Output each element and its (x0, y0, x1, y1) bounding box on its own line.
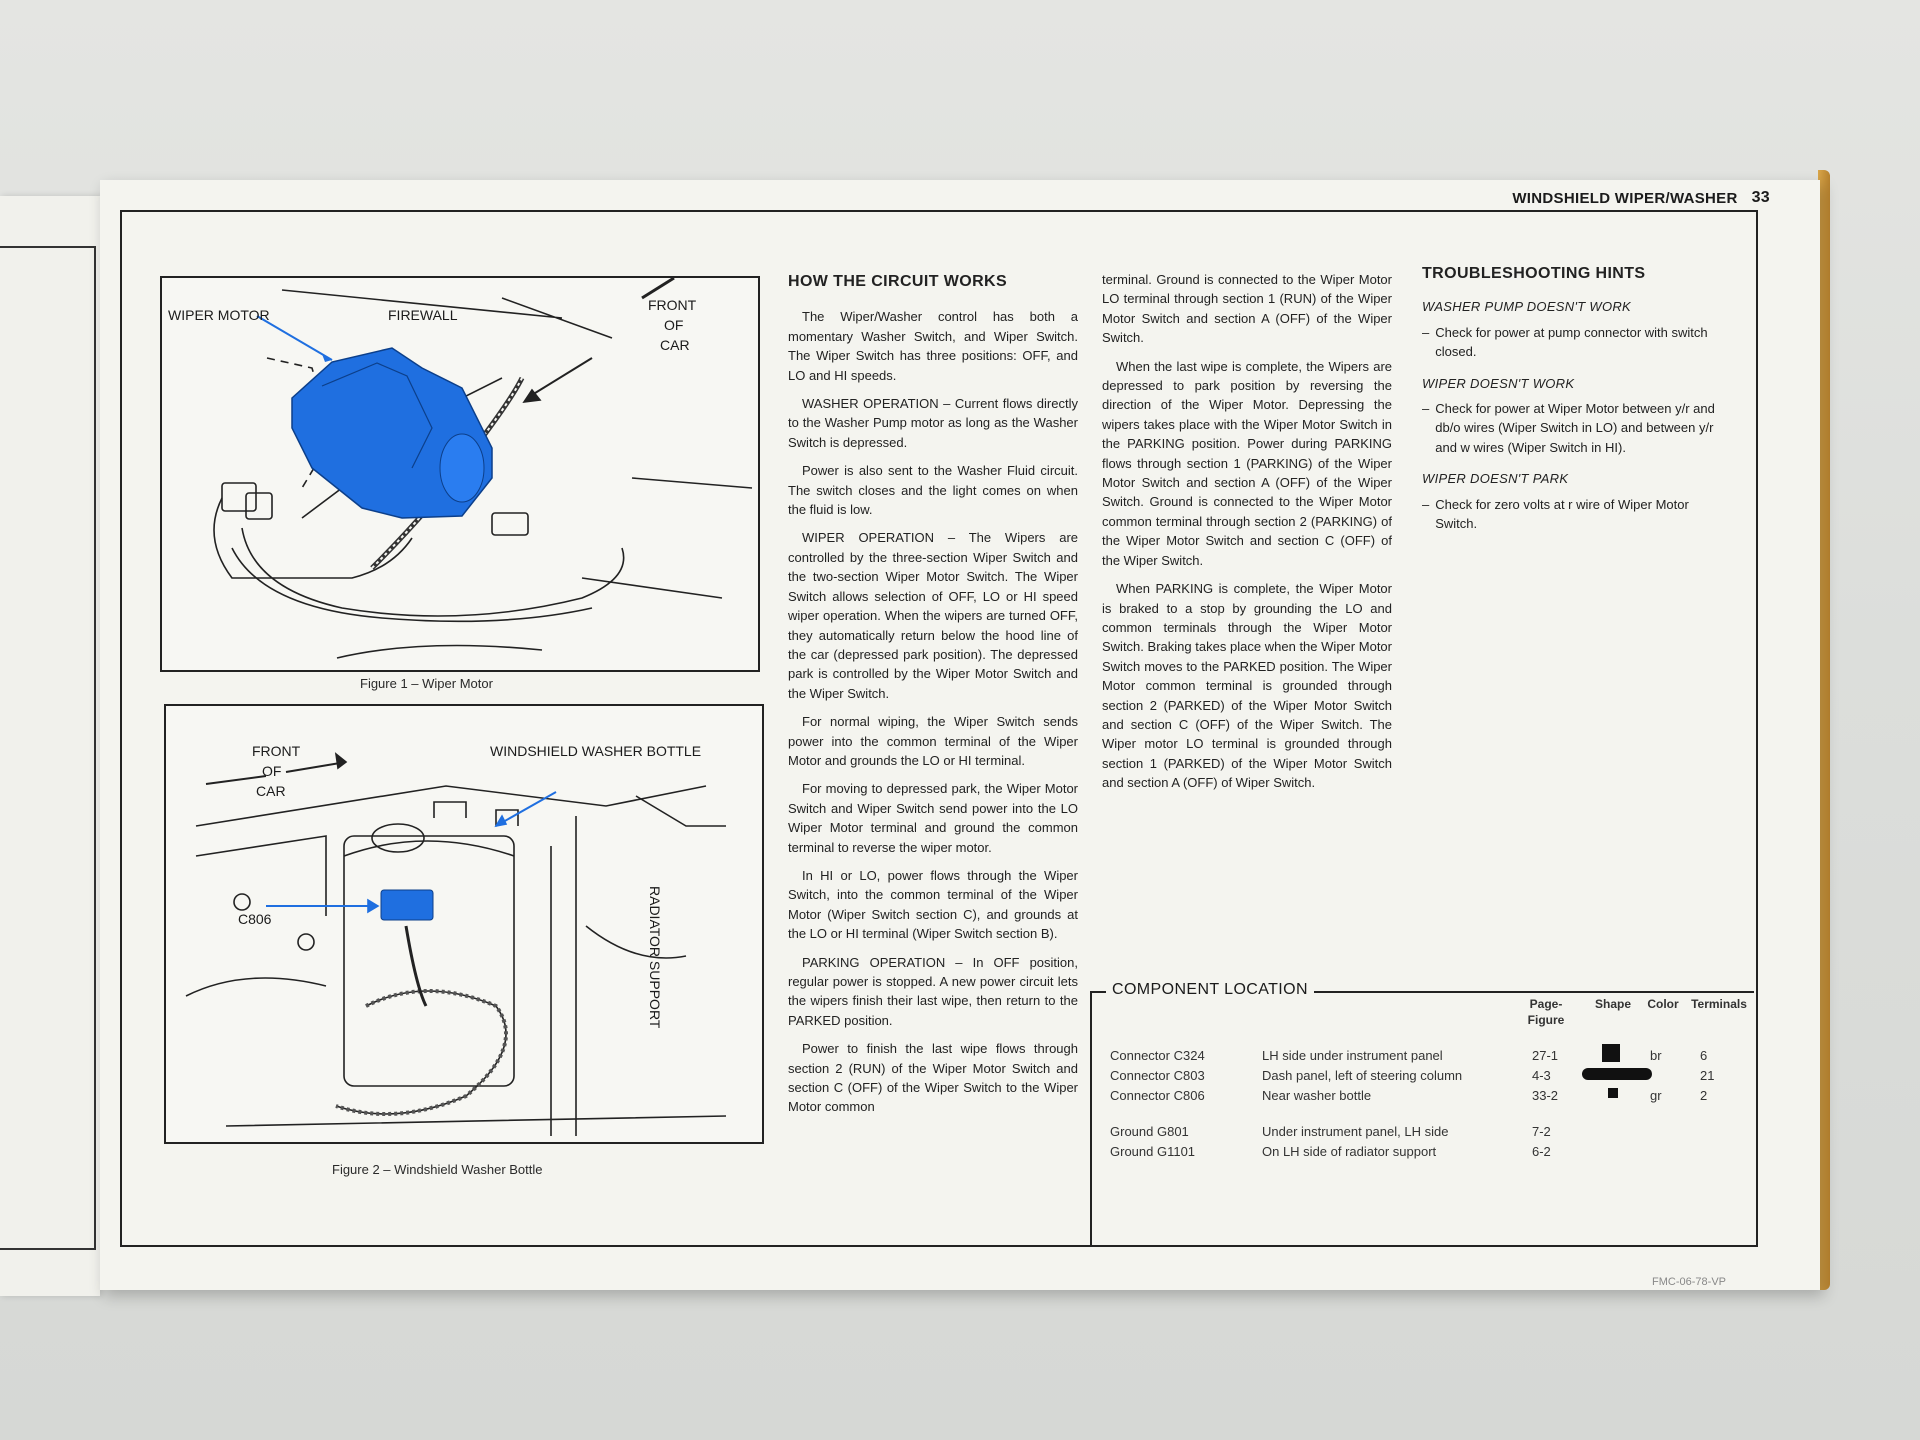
label-front-3: CAR (256, 783, 286, 799)
page-header: WINDSHIELD WIPER/WASHER 33 (1512, 180, 1770, 216)
c806-connector-highlight (380, 889, 434, 921)
hint-heading: WIPER DOESN'T PARK (1422, 471, 1569, 487)
label-front-2: OF (664, 317, 683, 333)
component-location: Under instrument panel, LH side (1262, 1124, 1449, 1139)
connector-shape-icon (1602, 1044, 1620, 1062)
component-name: Connector C803 (1110, 1068, 1205, 1083)
paragraph: For normal wiping, the Wiper Switch send… (788, 714, 1078, 768)
figure-2-caption: Figure 2 – Windshield Washer Bottle (332, 1162, 543, 1177)
col-header-shape: Shape (1594, 997, 1631, 1011)
left-page-frame (0, 246, 96, 1250)
paragraph: The Wiper/Washer control has both a mome… (788, 309, 1078, 383)
washer-bottle-illustration: FRONT OF CAR WINDSHIELD WASHER BOTTLE C8… (185, 743, 727, 1136)
col-header-page-figure: Page- Figure (1516, 996, 1576, 1028)
hint-text: Check for power at Wiper Motor between y… (1435, 401, 1715, 455)
component-name: Ground G801 (1110, 1124, 1189, 1139)
paragraph: When the last wipe is complete, the Wipe… (1102, 358, 1392, 568)
paragraph: Power is also sent to the Washer Fluid c… (788, 463, 1078, 518)
label-radiator-support: RADIATOR SUPPORT (647, 886, 663, 1029)
paragraph: In HI or LO, power flows through the Wip… (788, 867, 1078, 942)
component-location-box (1090, 991, 1754, 1245)
component-page-figure: 4-3 (1532, 1068, 1551, 1083)
component-page-figure: 6-2 (1532, 1144, 1551, 1159)
how-it-works-column-2: terminal. Ground is connected to the Wip… (1102, 270, 1392, 802)
col-header-text: Page- (1529, 997, 1563, 1011)
col-header-terminals: Terminals (1691, 997, 1747, 1011)
figure-1-caption: Figure 1 – Wiper Motor (360, 676, 493, 691)
hint-heading: WIPER DOESN'T WORK (1422, 375, 1575, 391)
content-frame (120, 210, 1758, 1247)
label-front-3: CAR (660, 337, 690, 353)
figure-2-washer-bottle: FRONT OF CAR WINDSHIELD WASHER BOTTLE C8… (164, 704, 764, 1144)
component-page-figure: 33-2 (1532, 1088, 1559, 1103)
paragraph: For moving to depressed park, the Wiper … (788, 781, 1078, 855)
component-page-figure: 27-1 (1532, 1048, 1559, 1063)
how-it-works-column-1: HOW THE CIRCUIT WORKS The Wiper/Washer c… (788, 272, 1078, 1126)
page-edge (1818, 170, 1830, 1290)
left-page (0, 196, 100, 1296)
paragraph: WIPER OPERATION – The Wipers are control… (788, 530, 1078, 701)
component-terminals: 2 (1700, 1088, 1708, 1103)
paragraph: PARKING OPERATION – In OFF position, reg… (788, 954, 1078, 1028)
component-color: gr (1650, 1088, 1662, 1103)
label-front-1: FRONT (648, 297, 697, 313)
component-location: On LH side of radiator support (1262, 1144, 1437, 1159)
hint-item: –Check for zero volts at r wire of Wiper… (1422, 495, 1728, 534)
hint-item: –Check for power at pump connector with … (1422, 323, 1728, 362)
hint-item: –Check for power at Wiper Motor between … (1422, 399, 1728, 457)
connector-shape-icon (1582, 1068, 1652, 1080)
paragraph: terminal. Ground is connected to the Wip… (1102, 272, 1392, 346)
label-wiper-motor: WIPER MOTOR (168, 307, 270, 323)
wiper-motor-highlight (291, 347, 493, 519)
component-page-figure: 7-2 (1532, 1124, 1551, 1139)
label-front-1: FRONT (252, 743, 301, 759)
hint-text: Check for zero volts at r wire of Wiper … (1435, 496, 1689, 532)
col-header-text: Figure (1527, 1013, 1565, 1027)
component-name: Ground G1101 (1110, 1144, 1196, 1159)
section-title: WINDSHIELD WIPER/WASHER (1512, 189, 1738, 207)
troubleshooting-hints: TROUBLESHOOTING HINTS WASHER PUMP DOESN'… (1422, 264, 1728, 545)
label-washer-bottle: WINDSHIELD WASHER BOTTLE (490, 743, 701, 759)
component-name: Connector C324 (1110, 1048, 1205, 1063)
figure-1-wiper-motor: WIPER MOTOR FIREWALL FRONT OF CAR (160, 276, 760, 672)
paragraph: WASHER OPERATION – Current flows directl… (788, 396, 1078, 450)
paragraph: When PARKING is complete, the Wiper Moto… (1102, 581, 1392, 791)
hint-text: Check for power at pump connector with s… (1435, 324, 1708, 360)
component-location-title: COMPONENT LOCATION (1106, 981, 1314, 999)
label-front-2: OF (262, 763, 281, 779)
label-c806: C806 (238, 911, 272, 927)
component-terminals: 6 (1700, 1048, 1708, 1063)
footer-code: FMC-06-78-VP (1652, 1276, 1726, 1288)
component-location: Near washer bottle (1262, 1088, 1372, 1103)
wiper-motor-illustration: WIPER MOTOR FIREWALL FRONT OF CAR (168, 278, 753, 659)
hint-heading: WASHER PUMP DOESN'T WORK (1422, 299, 1632, 315)
component-terminals: 21 (1700, 1068, 1715, 1083)
label-firewall: FIREWALL (388, 307, 458, 323)
component-location: LH side under instrument panel (1262, 1048, 1443, 1063)
col-header-color: Color (1647, 997, 1679, 1011)
manual-page: WINDSHIELD WIPER/WASHER 33 (100, 180, 1820, 1290)
page-number: 33 (1751, 189, 1770, 206)
troubleshooting-title: TROUBLESHOOTING HINTS (1422, 265, 1646, 282)
component-name: Connector C806 (1110, 1088, 1205, 1103)
connector-shape-icon (1608, 1088, 1618, 1098)
how-it-works-title: HOW THE CIRCUIT WORKS (788, 273, 1008, 290)
component-color: br (1650, 1048, 1662, 1063)
paragraph: Power to finish the last wipe flows thro… (788, 1041, 1078, 1115)
component-location: Dash panel, left of steering column (1262, 1068, 1463, 1083)
